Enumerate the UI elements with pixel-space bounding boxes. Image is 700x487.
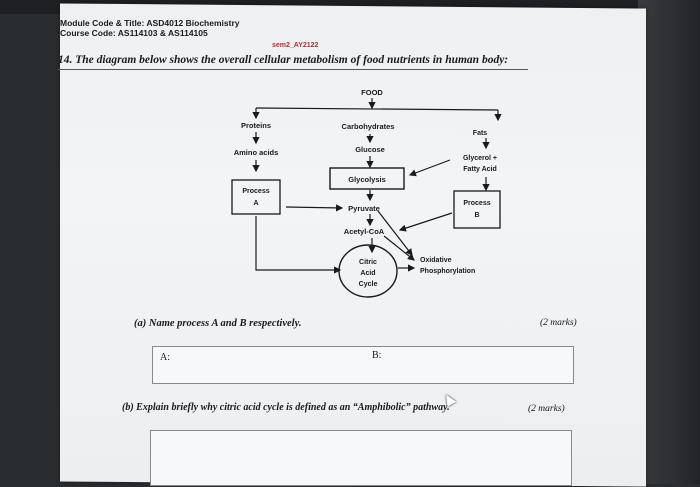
part-a-marks: (2 marks) bbox=[540, 318, 577, 328]
label-fats: Fats bbox=[473, 130, 488, 137]
label-oxidative: Oxidative bbox=[420, 257, 452, 264]
arrow-acetyl-oxidative bbox=[383, 235, 415, 261]
module-title: Module Code & Title: ASD4012 Biochemistr… bbox=[60, 18, 240, 28]
process-a-box bbox=[231, 179, 281, 215]
label-fatty-acid: Fatty Acid bbox=[463, 166, 497, 173]
label-proteins: Proteins bbox=[241, 121, 271, 130]
label-citric: Citric bbox=[359, 259, 377, 266]
answer-label-b: B: bbox=[372, 350, 382, 361]
label-acetyl-coa: Acetyl-CoA bbox=[344, 227, 385, 236]
arrow-pyruvate-oxidative bbox=[377, 210, 413, 256]
label-phosphorylation: Phosphorylation bbox=[420, 268, 475, 275]
label-process-a: Process bbox=[242, 188, 269, 195]
part-b-question: (b) Explain briefly why citric acid cycl… bbox=[122, 402, 450, 413]
arrow-glycerol-glycolysis bbox=[408, 159, 451, 177]
label-food: FOOD bbox=[361, 88, 383, 97]
label-process-b: Process bbox=[463, 200, 490, 207]
label-amino-acids: Amino acids bbox=[234, 148, 279, 157]
answer-label-a: A: bbox=[160, 352, 170, 363]
answer-box-b[interactable] bbox=[150, 430, 572, 486]
part-b-marks: (2 marks) bbox=[528, 404, 565, 414]
question-14-text: 14. The diagram below shows the overall … bbox=[58, 54, 509, 66]
arrow-processB-acetyl bbox=[398, 212, 453, 232]
monitor-bezel-right bbox=[638, 0, 700, 484]
glycolysis-box bbox=[329, 167, 405, 190]
arrow-processA-pyruvate bbox=[285, 204, 344, 212]
branch-line bbox=[255, 107, 499, 111]
label-cycle: Cycle bbox=[359, 281, 378, 288]
label-glucose: Glucose bbox=[355, 145, 385, 154]
answer-box-a[interactable] bbox=[152, 346, 574, 384]
citric-acid-cycle-circle bbox=[338, 244, 398, 298]
semester-stamp: sem2_AY2122 bbox=[272, 42, 319, 49]
label-glycolysis: Glycolysis bbox=[348, 175, 386, 184]
label-acid: Acid bbox=[360, 270, 375, 277]
arrow-processA-citric bbox=[255, 216, 342, 274]
label-carbohydrates: Carbohydrates bbox=[342, 122, 395, 131]
label-process-a-letter: A bbox=[253, 200, 258, 207]
process-b-box bbox=[453, 190, 501, 229]
label-process-b-letter: B bbox=[474, 212, 479, 219]
part-a-question: (a) Name process A and B respectively. bbox=[134, 318, 302, 329]
question-underline bbox=[58, 69, 528, 70]
label-pyruvate: Pyruvate bbox=[348, 204, 380, 213]
course-code: Course Code: AS114103 & AS114105 bbox=[60, 28, 208, 38]
label-glycerol: Glycerol + bbox=[463, 155, 497, 162]
